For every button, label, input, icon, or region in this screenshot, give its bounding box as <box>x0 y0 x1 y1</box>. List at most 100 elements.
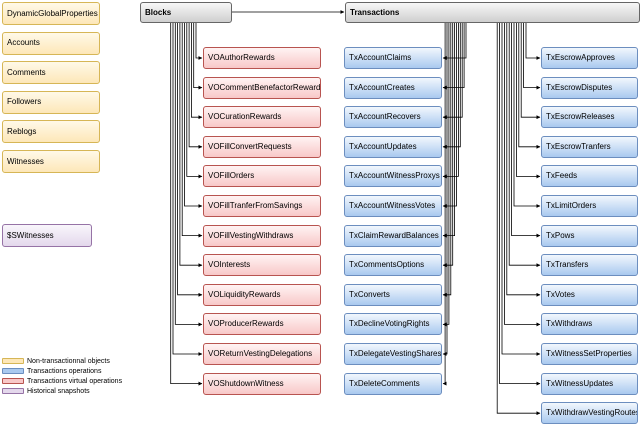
txop-tx-escrow-disputes[interactable]: TxEscrowDisputes <box>541 76 638 99</box>
edge-to-tx-witness-set-properties <box>501 23 541 356</box>
vop-vofill-orders[interactable]: VOFillOrders <box>203 165 321 188</box>
object-reblogs[interactable]: Reblogs <box>2 120 100 144</box>
vop-vofill-tranfer-from-savings[interactable]: VOFillTranferFromSavings <box>203 195 321 217</box>
legend-swatch <box>2 378 24 384</box>
transactions-node[interactable]: Transactions <box>345 2 640 23</box>
txop-tx-account-witness-votes[interactable]: TxAccountWitnessVotes <box>344 195 442 217</box>
txop-tx-claim-reward-balances-label: TxClaimRewardBalances <box>349 230 439 240</box>
edge-to-voliquidity-rewards <box>177 23 203 297</box>
edge-to-tx-comments-options <box>442 23 454 268</box>
txop-tx-withdraw-vesting-routes[interactable]: TxWithdrawVestingRoutes <box>541 402 638 425</box>
txop-tx-limit-orders[interactable]: TxLimitOrders <box>541 195 638 217</box>
vop-vofill-convert-requests-label: VOFillConvertRequests <box>208 141 292 151</box>
txop-tx-witness-set-properties[interactable]: TxWitnessSetProperties <box>541 343 638 365</box>
txop-tx-transfers[interactable]: TxTransfers <box>541 254 638 277</box>
txop-tx-witness-updates-label: TxWitnessUpdates <box>546 378 614 388</box>
edge-to-tx-decline-voting-rights <box>442 23 450 327</box>
object-witnesses[interactable]: Witnesses <box>2 150 100 173</box>
legend-label: Transactions operations <box>27 367 102 375</box>
edge-to-tx-escrow-disputes <box>523 23 541 90</box>
txop-tx-escrow-tranfers[interactable]: TxEscrowTranfers <box>541 135 638 158</box>
vop-vointerests[interactable]: VOInterests <box>203 254 321 277</box>
txop-tx-escrow-releases[interactable]: TxEscrowReleases <box>541 106 638 129</box>
txop-tx-limit-orders-label: TxLimitOrders <box>546 201 597 210</box>
txop-tx-converts[interactable]: TxConverts <box>344 283 442 306</box>
legend-item: Historical snapshots <box>2 386 122 396</box>
vop-vointerests-label: VOInterests <box>208 260 251 270</box>
object-followers[interactable]: Followers <box>2 90 100 114</box>
txop-tx-escrow-tranfers-label: TxEscrowTranfers <box>546 141 611 151</box>
edge-to-tx-escrow-approves <box>525 23 541 60</box>
edge-to-tx-account-creates <box>442 23 465 90</box>
vop-vocomment-benefactor-rewards-label: VOCommentBenefactorRewards <box>208 82 321 92</box>
edge-to-tx-votes <box>506 23 541 297</box>
txop-tx-witness-updates[interactable]: TxWitnessUpdates <box>541 372 638 395</box>
txop-tx-decline-voting-rights-label: TxDeclineVotingRights <box>349 319 430 329</box>
txop-tx-withdraw-vesting-routes-label: TxWithdrawVestingRoutes <box>546 408 638 418</box>
txop-tx-comments-options-label: TxCommentsOptions <box>349 260 425 270</box>
vop-vocomment-benefactor-rewards[interactable]: VOCommentBenefactorRewards <box>203 76 321 99</box>
vop-voreturn-vesting-delegations[interactable]: VOReturnVestingDelegations <box>203 343 321 365</box>
edge-to-tx-limit-orders <box>513 23 541 208</box>
txop-tx-votes-label: TxVotes <box>546 289 575 299</box>
txop-tx-delegate-vesting-shares[interactable]: TxDelegateVestingShares <box>344 343 442 365</box>
legend-swatch <box>2 358 24 364</box>
edge-to-voreturn-vesting-delegations <box>172 23 203 356</box>
txop-tx-withdraws-label: TxWithdraws <box>546 319 593 329</box>
txop-tx-pows[interactable]: TxPows <box>541 224 638 247</box>
legend-item: Transactions virtual operations <box>2 376 122 386</box>
object-followers-label: Followers <box>7 97 42 107</box>
txop-tx-escrow-releases-label: TxEscrowReleases <box>546 112 615 122</box>
object-dynamic-global-properties[interactable]: DynamicGlobalProperties <box>2 2 100 25</box>
edge-to-voauthor-rewards <box>195 23 203 60</box>
txop-tx-account-updates[interactable]: TxAccountUpdates <box>344 135 442 158</box>
txop-tx-feeds[interactable]: TxFeeds <box>541 165 638 188</box>
vop-voproducer-rewards[interactable]: VOProducerRewards <box>203 313 321 336</box>
txop-tx-escrow-approves[interactable]: TxEscrowApproves <box>541 47 638 69</box>
txop-tx-decline-voting-rights[interactable]: TxDeclineVotingRights <box>344 313 442 336</box>
vop-vofill-convert-requests[interactable]: VOFillConvertRequests <box>203 135 321 158</box>
txop-tx-delete-comments[interactable]: TxDeleteComments <box>344 372 442 395</box>
edge-to-tx-escrow-releases <box>520 23 541 120</box>
vop-voshutdown-witness-label: VOShutdownWitness <box>208 378 284 388</box>
vop-voauthor-rewards[interactable]: VOAuthorRewards <box>203 47 321 69</box>
vop-voshutdown-witness[interactable]: VOShutdownWitness <box>203 372 321 395</box>
legend-item: Non-transactionnal objects <box>2 356 122 366</box>
object-accounts-label: Accounts <box>7 38 40 48</box>
object-witnesses-label: Witnesses <box>7 156 44 166</box>
object-comments[interactable]: Comments <box>2 61 100 85</box>
vop-voliquidity-rewards[interactable]: VOLiquidityRewards <box>203 283 321 306</box>
snapshot-s-switnesses[interactable]: $SWitnesses <box>2 224 92 247</box>
object-accounts[interactable]: Accounts <box>2 31 100 55</box>
txop-tx-account-claims[interactable]: TxAccountClaims <box>344 47 442 69</box>
txop-tx-account-creates[interactable]: TxAccountCreates <box>344 76 442 99</box>
legend-swatch <box>2 368 24 374</box>
vop-vocuration-rewards-label: VOCurationRewards <box>208 112 282 122</box>
edge-to-voproducer-rewards <box>174 23 203 327</box>
txop-tx-claim-reward-balances[interactable]: TxClaimRewardBalances <box>344 224 442 247</box>
blocks-label: Blocks <box>145 7 172 17</box>
edge-to-tx-escrow-tranfers <box>518 23 541 149</box>
edge-to-tx-delegate-vesting-shares <box>442 23 448 356</box>
edge-to-tx-account-witness-proxys <box>442 23 459 179</box>
vop-voauthor-rewards-label: VOAuthorRewards <box>208 53 275 62</box>
txop-tx-account-claims-label: TxAccountClaims <box>349 53 412 62</box>
txop-tx-account-recovers[interactable]: TxAccountRecovers <box>344 106 442 129</box>
edge-to-voshutdown-witness <box>170 23 203 386</box>
edge-to-vocomment-benefactor-rewards <box>193 23 203 90</box>
txop-tx-account-witness-votes-label: TxAccountWitnessVotes <box>349 201 436 210</box>
txop-tx-withdraws[interactable]: TxWithdraws <box>541 313 638 336</box>
edge-to-tx-account-recovers <box>442 23 463 120</box>
edge-to-tx-withdraws <box>504 23 541 327</box>
edge-to-tx-witness-updates <box>499 23 541 386</box>
blocks-node[interactable]: Blocks <box>140 2 232 23</box>
txop-tx-account-witness-proxys[interactable]: TxAccountWitnessProxys <box>344 165 442 188</box>
vop-vofill-orders-label: VOFillOrders <box>208 171 255 181</box>
object-dynamic-global-properties-label: DynamicGlobalProperties <box>7 8 98 18</box>
vop-vocuration-rewards[interactable]: VOCurationRewards <box>203 106 321 129</box>
vop-vofill-vesting-withdraws[interactable]: VOFillVestingWithdraws <box>203 224 321 247</box>
edge-to-tx-converts <box>442 23 452 297</box>
txop-tx-votes[interactable]: TxVotes <box>541 283 638 306</box>
txop-tx-comments-options[interactable]: TxCommentsOptions <box>344 254 442 277</box>
